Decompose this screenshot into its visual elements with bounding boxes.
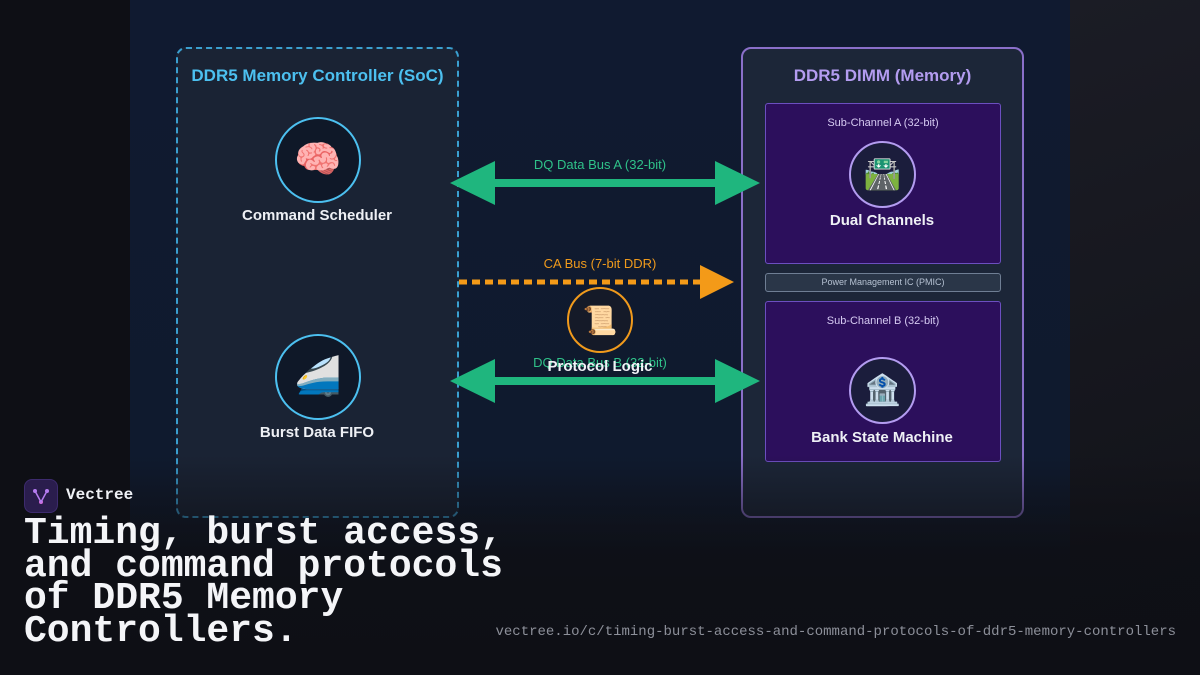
burst-data-fifo-label: Burst Data FIFO bbox=[259, 424, 375, 441]
dual-channels-label: Dual Channels bbox=[829, 212, 935, 229]
brain-icon: 🧠 bbox=[275, 117, 361, 203]
command-scheduler-label: Command Scheduler bbox=[241, 207, 393, 224]
pmic-bar: Power Management IC (PMIC) bbox=[765, 273, 1001, 292]
vectree-logo-icon[interactable] bbox=[24, 479, 58, 513]
dq-bus-b-label: DQ Data Bus B (32-bit) bbox=[533, 355, 667, 370]
memory-controller-title: DDR5 Memory Controller (SoC) bbox=[191, 66, 444, 85]
page-url[interactable]: vectree.io/c/timing-burst-access-and-com… bbox=[495, 624, 1176, 640]
scroll-icon: 📜 bbox=[567, 287, 633, 353]
protocol-logic-label: Protocol Logic bbox=[547, 358, 653, 375]
ca-bus-label: CA Bus (7-bit DDR) bbox=[543, 256, 657, 271]
bank-state-machine-label: Bank State Machine bbox=[811, 429, 953, 446]
sub-channel-b-title: Sub-Channel B (32-bit) bbox=[826, 315, 940, 327]
bank-icon: 🏦 bbox=[849, 357, 916, 424]
memory-controller-panel: DDR5 Memory Controller (SoC) bbox=[176, 47, 459, 518]
brand-name[interactable]: Vectree bbox=[66, 486, 134, 504]
motorway-icon: 🛣️ bbox=[849, 141, 916, 208]
dq-bus-b-arrow bbox=[450, 359, 760, 403]
dq-bus-a-arrow bbox=[450, 161, 760, 205]
bullet-train-icon: 🚄 bbox=[275, 334, 361, 420]
sub-channel-a-title: Sub-Channel A (32-bit) bbox=[827, 117, 939, 129]
bottom-gradient bbox=[0, 455, 1200, 675]
ca-bus-arrow bbox=[459, 265, 734, 299]
dimm-title: DDR5 DIMM (Memory) bbox=[793, 66, 972, 85]
dq-bus-a-label: DQ Data Bus A (32-bit) bbox=[533, 157, 667, 172]
logo-mark-icon bbox=[33, 489, 49, 504]
page-headline: Timing, burst access, and command protoc… bbox=[24, 512, 503, 653]
